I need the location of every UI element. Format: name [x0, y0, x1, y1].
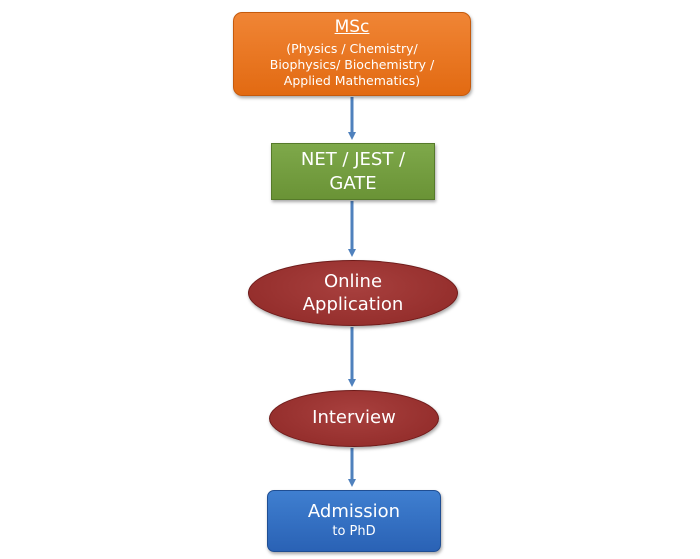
msc-subject-line: Applied Mathematics) — [283, 73, 421, 89]
interview-node: Interview — [269, 390, 439, 447]
entrance-exam-node: NET / JEST / GATE — [271, 143, 435, 200]
admission-node: Admission to PhD — [267, 490, 441, 552]
online-application-node: Online Application — [248, 260, 458, 326]
msc-title: MSc — [334, 17, 370, 38]
online-label-line: Online — [323, 270, 383, 292]
admission-sublabel: to PhD — [332, 524, 376, 540]
msc-subject-line: (Physics / Chemistry/ — [286, 40, 418, 56]
msc-node: MSc (Physics / Chemistry/ Biophysics/ Bi… — [233, 12, 471, 96]
admission-label: Admission — [307, 500, 401, 522]
exam-label-line: NET / JEST / — [300, 149, 406, 171]
msc-subjects: (Physics / Chemistry/ Biophysics/ Bioche… — [270, 41, 434, 90]
msc-subject-line: Biophysics/ Biochemistry / — [269, 57, 435, 73]
exam-label-line: GATE — [329, 172, 377, 194]
interview-label: Interview — [312, 407, 396, 429]
online-label-line: Application — [302, 294, 404, 315]
